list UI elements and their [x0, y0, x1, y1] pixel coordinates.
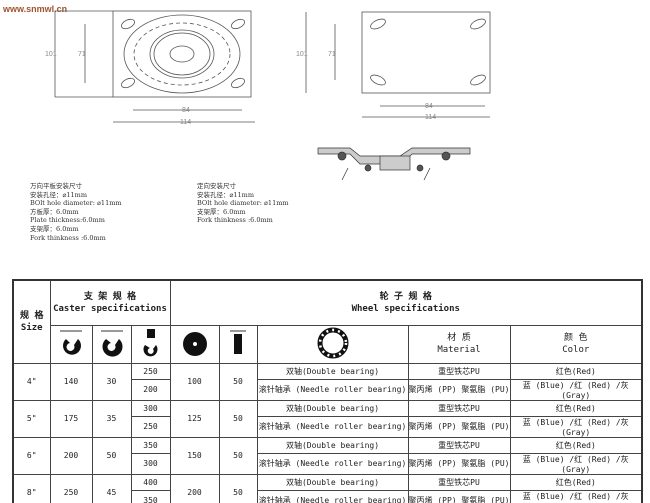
cell-d: 125 [169, 399, 220, 438]
cell-load: 400 [130, 473, 171, 491]
cell-size: 5" [12, 399, 51, 438]
cell-bearing: 双轴(Double bearing) [256, 362, 409, 380]
cell-d: 200 [169, 473, 220, 503]
cell-size: 6" [12, 436, 51, 475]
cell-load: 300 [130, 452, 171, 475]
cell-load: 250 [130, 362, 171, 380]
note-line: 支架厚：6.0mm [30, 224, 79, 233]
note-line: Fork thinkness :6.0mm [30, 233, 106, 242]
cell-material: 聚丙烯 (PP) 聚氨脂 (PU) [407, 378, 511, 401]
cell-e: 50 [218, 362, 258, 401]
cell-e: 50 [218, 436, 258, 475]
cell-load: 200 [130, 378, 171, 401]
cell-color: 蓝 (Blue) /红 (Red) /灰 (Gray) [509, 452, 643, 475]
swivel-mount-notes: 万向平板安装尺寸 安装孔径：⌀11mm BOlt hole diameter: … [30, 182, 122, 242]
rigid-plate-drawing [305, 11, 491, 118]
cell-material: 聚丙烯 (PP) 聚氨脂 (PU) [407, 489, 511, 503]
note-line: Plate thickness:6.0mm [30, 216, 105, 225]
cell-size: 4" [12, 362, 51, 401]
cell-color: 蓝 (Blue) /红 (Red) /灰 (Gray) [509, 378, 643, 401]
cell-bearing: 滚针轴承 (Needle roller bearing) [256, 452, 409, 475]
note-line: BOlt hole diameter: ⌀11mm [30, 199, 122, 208]
cell-color: 蓝 (Blue) /红 (Red) /灰 (Gray) [509, 415, 643, 438]
dim-101-rigid: 101 [296, 51, 308, 58]
note-line: 方板厚：6.0mm [30, 207, 79, 216]
cell-color: 红色(Red) [509, 362, 643, 380]
dim-84: 84 [182, 107, 190, 114]
cell-material: 重型铁芯PU [407, 399, 511, 417]
cell-load: 300 [130, 399, 171, 417]
cell-b: 35 [91, 399, 132, 438]
caster-height-icon [49, 324, 93, 364]
table-row: 300 滚针轴承 (Needle roller bearing)聚丙烯 (PP) … [13, 452, 643, 475]
cell-b: 45 [91, 473, 132, 503]
note-line: 定向安装尺寸 [197, 182, 236, 190]
cell-b: 30 [91, 362, 132, 401]
dim-71: 71 [78, 51, 86, 58]
note-line: Fork thinkness :6.0mm [197, 216, 273, 225]
cell-color: 蓝 (Blue) /红 (Red) /灰 (Gray) [509, 489, 643, 503]
cell-bearing: 滚针轴承 (Needle roller bearing) [256, 415, 409, 438]
dim-101: 101 [45, 51, 57, 58]
dim-114-rigid: 114 [425, 114, 436, 121]
table-row: 350 滚针轴承 (Needle roller bearing)聚丙烯 (PP) … [13, 489, 643, 503]
cell-color: 红色(Red) [509, 436, 643, 454]
cell-d: 100 [169, 362, 220, 401]
bearing-cross-section [317, 147, 471, 181]
watermark: www.snmwl.cn [3, 4, 68, 14]
wheel-width-icon [218, 324, 258, 364]
cell-a: 200 [49, 436, 93, 475]
cell-color: 红色(Red) [509, 473, 643, 491]
cell-a: 140 [49, 362, 93, 401]
cell-b: 50 [91, 436, 132, 475]
technical-drawings: 101 71 84 114 101 71 84 114 [45, 10, 491, 181]
cell-bearing: 滚针轴承 (Needle roller bearing) [256, 378, 409, 401]
cell-load: 350 [130, 489, 171, 503]
cell-e: 50 [218, 473, 258, 503]
cell-bearing: 双轴(Double bearing) [256, 436, 409, 454]
cell-material: 重型铁芯PU [407, 362, 511, 380]
cell-load: 250 [130, 415, 171, 438]
wheel-diameter-icon [169, 324, 220, 364]
cell-material: 重型铁芯PU [407, 436, 511, 454]
note-line: 支架厚：6.0mm [197, 207, 246, 216]
note-line: 安装孔径：⌀11mm [30, 190, 88, 199]
table-row: 200 滚针轴承 (Needle roller bearing)聚丙烯 (PP) … [13, 378, 643, 401]
cell-bearing: 双轴(Double bearing) [256, 473, 409, 491]
note-line: 安装孔径：⌀11mm [197, 190, 255, 199]
cell-size: 8" [12, 473, 51, 503]
cell-load: 350 [130, 436, 171, 454]
dim-84-rigid: 84 [425, 103, 433, 110]
cell-color: 红色(Red) [509, 399, 643, 417]
cell-a: 250 [49, 473, 93, 503]
dim-71-rigid: 71 [328, 51, 336, 58]
dim-114: 114 [180, 119, 191, 126]
rigid-mount-notes: 定向安装尺寸 安装孔径：⌀11mm BOlt hole diameter: ⌀1… [197, 182, 289, 225]
note-line: BOlt hole diameter: ⌀11mm [197, 199, 289, 208]
caster-offset-icon [91, 324, 132, 364]
cell-material: 聚丙烯 (PP) 聚氨脂 (PU) [407, 415, 511, 438]
cell-material: 聚丙烯 (PP) 聚氨脂 (PU) [407, 452, 511, 475]
load-capacity-icon [130, 324, 171, 364]
cell-a: 175 [49, 399, 93, 438]
cell-bearing: 滚针轴承 (Needle roller bearing) [256, 489, 409, 503]
cell-bearing: 双轴(Double bearing) [256, 399, 409, 417]
cell-material: 重型铁芯PU [407, 473, 511, 491]
bearing-icon [256, 324, 409, 364]
swivel-plate-drawing [54, 10, 255, 123]
cell-d: 150 [169, 436, 220, 475]
cell-e: 50 [218, 399, 258, 438]
note-line: 万向平板安装尺寸 [30, 182, 82, 190]
